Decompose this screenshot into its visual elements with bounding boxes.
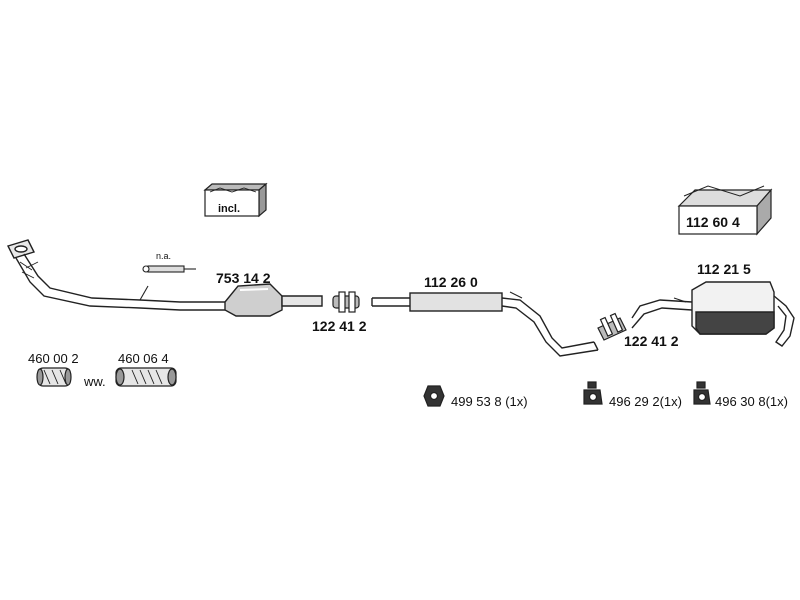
hanger-1-part-number: 499 53 8 (1x) — [451, 394, 528, 409]
catalyst-part-number: 753 14 2 — [216, 270, 271, 286]
flex-ww-label: ww. — [83, 374, 106, 389]
flex-pipe-1-part-number: 460 00 2 — [28, 351, 79, 366]
hanger-1 — [423, 385, 445, 407]
clamp-right — [597, 312, 627, 341]
rear-silencer-part-number: 112 21 5 — [697, 261, 751, 277]
clamp-left-part-number: 122 41 2 — [312, 318, 367, 334]
hanger-2 — [583, 381, 603, 405]
sensor-na-label: n.a. — [156, 251, 171, 261]
center-silencer-part-number: 112 26 0 — [424, 274, 478, 290]
hanger-2-part-number: 496 29 2(1x) — [609, 394, 682, 409]
mounting-kit-part-number: 112 60 4 — [686, 214, 740, 230]
hanger-3-part-number: 496 30 8(1x) — [715, 394, 788, 409]
clamp-left — [332, 291, 360, 313]
catalytic-converter — [224, 283, 323, 317]
flex-pipe-2-part-number: 460 06 4 — [118, 351, 169, 366]
center-silencer — [371, 291, 599, 357]
incl-label: incl. — [218, 203, 240, 215]
lambda-sensor — [139, 265, 196, 301]
rear-silencer — [631, 281, 795, 347]
hanger-3 — [693, 381, 711, 405]
incl-kit-box — [203, 182, 268, 218]
front-pipe — [7, 239, 225, 311]
mounting-kit-box — [677, 185, 773, 236]
flex-pipe-2 — [115, 367, 177, 387]
flex-pipe-1 — [36, 367, 72, 387]
clamp-right-part-number: 122 41 2 — [624, 333, 679, 349]
